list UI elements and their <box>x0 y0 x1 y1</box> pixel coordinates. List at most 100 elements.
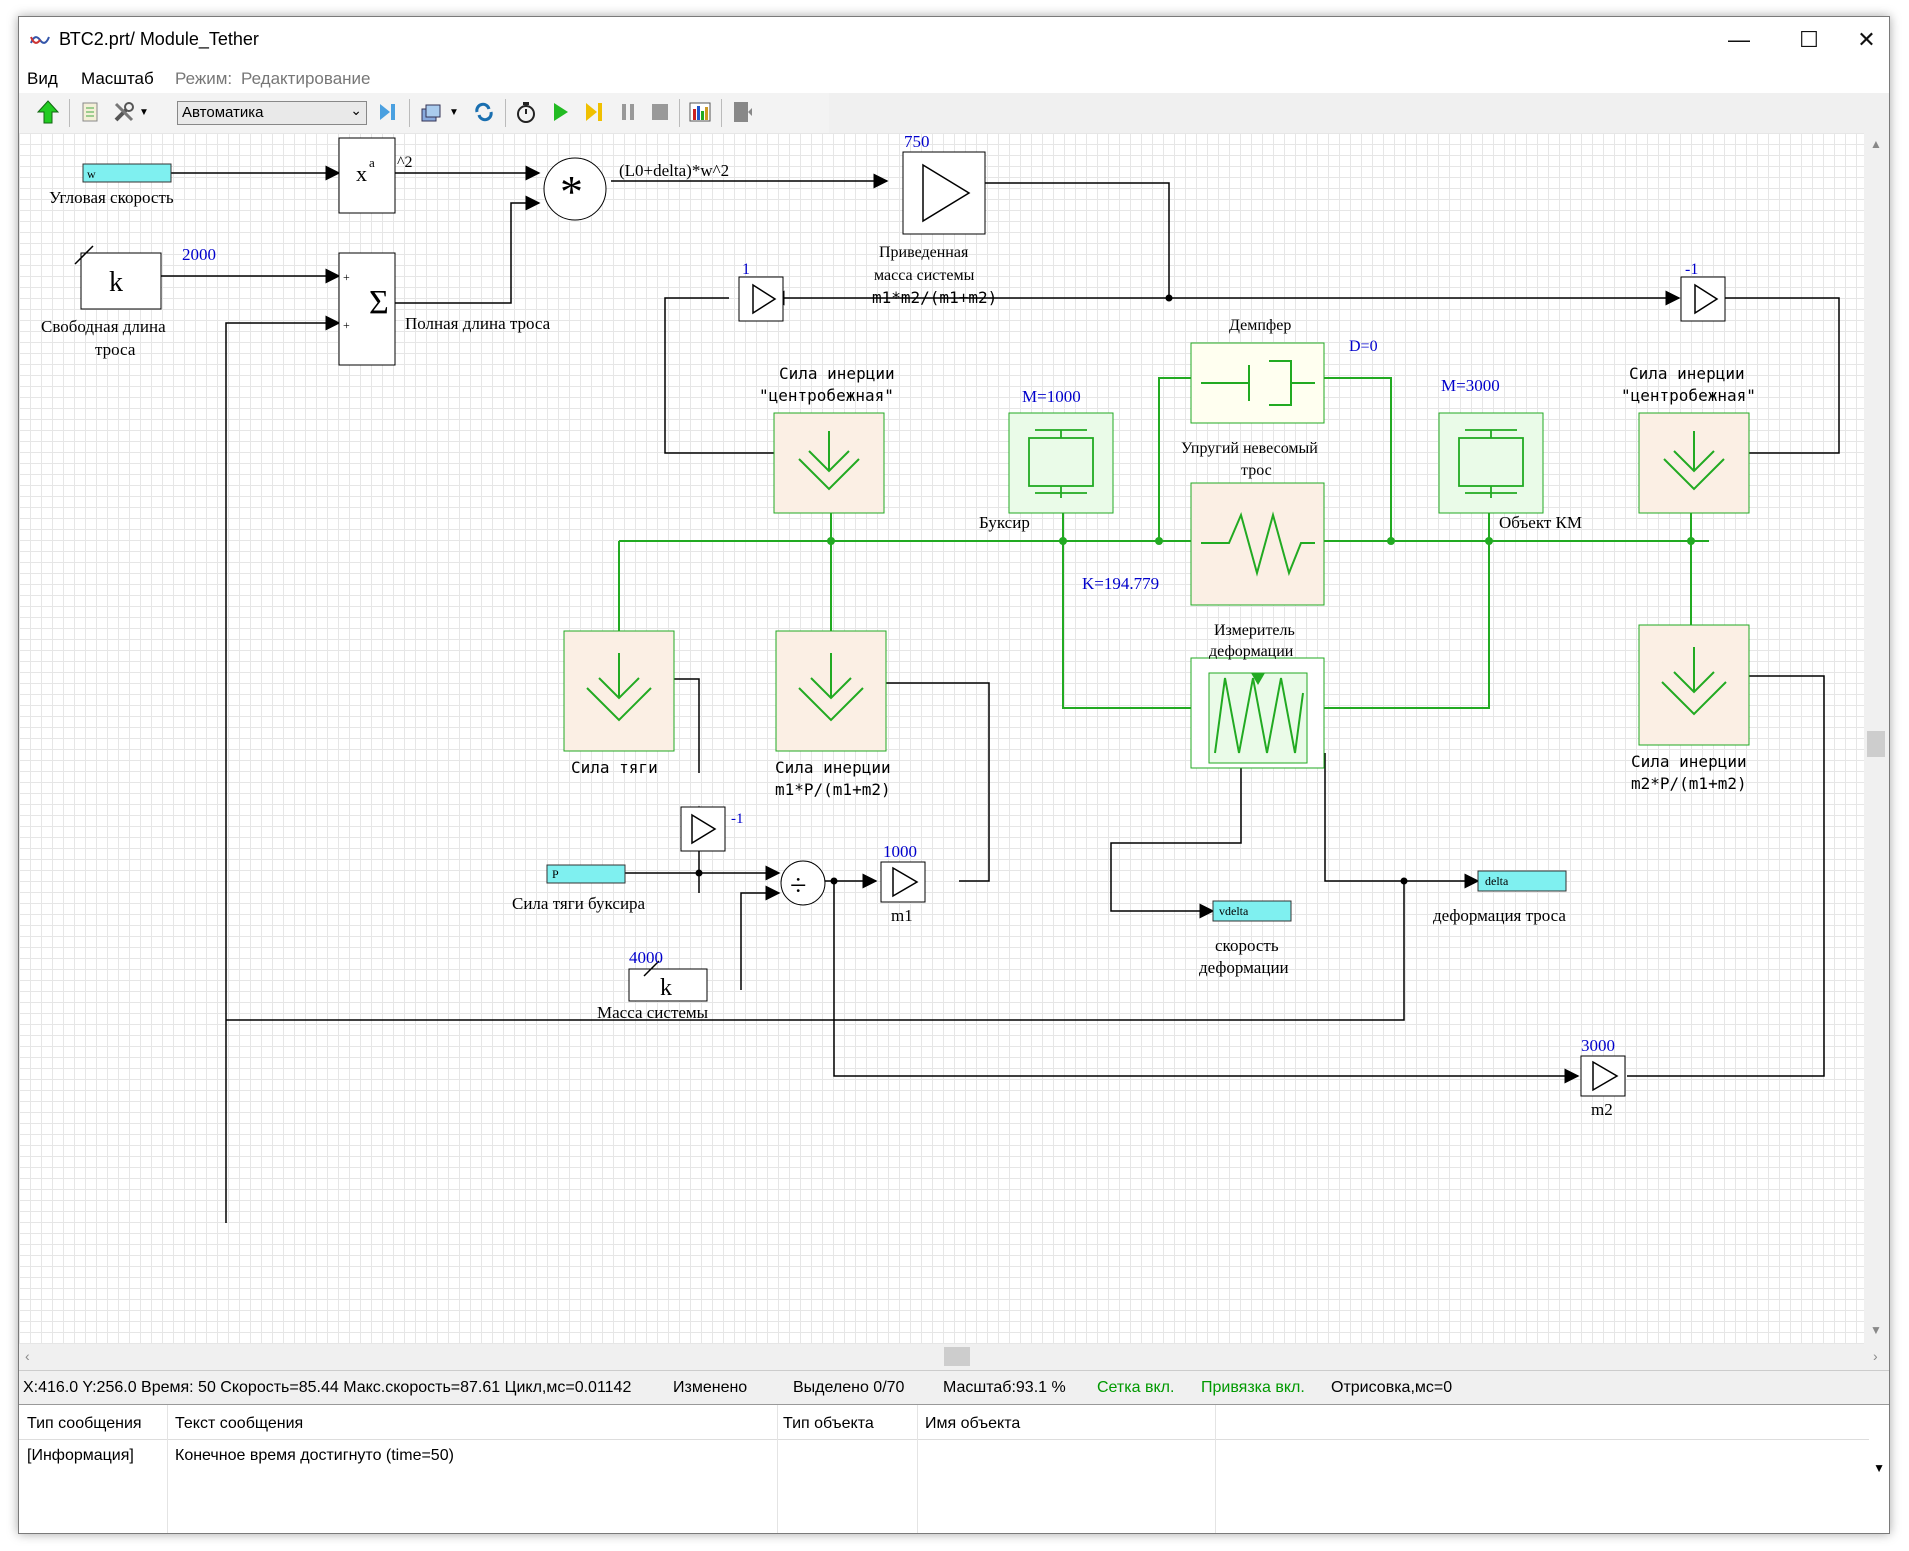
mass-tug-param: M=1000 <box>1022 387 1081 406</box>
run-button[interactable] <box>547 99 573 125</box>
sum-plus-2: + <box>343 318 350 332</box>
layers-button[interactable] <box>419 99 445 125</box>
chevron-down-icon: ▼ <box>449 106 459 118</box>
inertia2-l2: m2*P/(m1+m2) <box>1631 774 1747 793</box>
up-arrow-button[interactable] <box>35 99 61 125</box>
cf-right-l1: Сила инерции <box>1629 364 1745 383</box>
damper-label: Демпфер <box>1229 317 1291 334</box>
timer-button[interactable] <box>513 99 539 125</box>
pause-button[interactable] <box>615 99 641 125</box>
pause-icon <box>622 104 634 120</box>
vdelta-output-text: vdelta <box>1219 904 1249 918</box>
meter-l1: Измеритель <box>1214 622 1295 639</box>
graph-button[interactable] <box>687 99 713 125</box>
horizontal-scrollbar[interactable]: ‹ › <box>19 1344 1889 1370</box>
vdelta-l1: скорость <box>1215 936 1279 955</box>
gain-neg1-block[interactable] <box>1680 276 1726 322</box>
meter-l2: деформации <box>1209 643 1294 660</box>
vertical-scrollbar[interactable]: ▲ ▼ <box>1864 133 1889 1344</box>
gain-1-param: 1 <box>742 261 750 278</box>
sum-block[interactable] <box>338 252 396 366</box>
play-icon <box>554 103 568 121</box>
scroll-left-icon[interactable]: ‹ <box>25 1348 30 1364</box>
step-icon <box>380 104 395 120</box>
scroll-right-icon[interactable]: › <box>1873 1348 1878 1364</box>
divide-block[interactable] <box>780 860 826 906</box>
window-title: ВТС2.prt/ Module_Tether <box>59 29 259 49</box>
w-input-port[interactable] <box>82 163 172 183</box>
minimize-button[interactable]: — <box>1704 17 1774 63</box>
col-header-object-type[interactable]: Тип объекта <box>783 1415 874 1432</box>
exit-button[interactable] <box>729 99 755 125</box>
diagram-svg: w Угловая скорость x a ^2 * (L0+delta)*w… <box>41 133 1840 1223</box>
col-header-type[interactable]: Тип сообщения <box>27 1415 142 1432</box>
col-header-object-name[interactable]: Имя объекта <box>925 1415 1021 1432</box>
tools-button[interactable] <box>111 99 137 125</box>
mass-tug-label: Буксир <box>979 513 1030 532</box>
damper-param: D=0 <box>1349 338 1378 355</box>
app-icon <box>30 36 50 44</box>
layers-icon <box>421 104 441 122</box>
script-button[interactable] <box>77 99 103 125</box>
power-param: ^2 <box>397 154 413 171</box>
diagram-canvas[interactable]: w Угловая скорость x a ^2 * (L0+delta)*w… <box>19 133 1864 1344</box>
mode-combo[interactable]: Автоматика ⌄ <box>177 101 367 125</box>
spring-l2: трос <box>1241 462 1272 479</box>
tools-dropdown[interactable]: ▼ <box>137 99 151 125</box>
status-scale: Масштаб:93.1 % <box>943 1379 1066 1396</box>
p-input-port[interactable] <box>546 864 626 884</box>
mass-const-value: 4000 <box>629 948 663 967</box>
vdelta-l2: деформации <box>1199 958 1289 977</box>
gain-1000-param: 1000 <box>883 842 917 861</box>
step-button[interactable] <box>375 99 401 125</box>
gain-neg1-small-block[interactable] <box>680 806 726 852</box>
maximize-button[interactable]: ☐ <box>1774 17 1844 63</box>
gain-750-block[interactable] <box>902 151 986 235</box>
refresh-button[interactable] <box>471 99 497 125</box>
mass-const-block[interactable] <box>628 968 708 1002</box>
vdelta-output-port[interactable] <box>1212 900 1292 922</box>
close-button[interactable]: ✕ <box>1844 17 1889 63</box>
gain-1-block[interactable] <box>738 276 784 322</box>
chevron-down-icon: ▼ <box>139 106 149 118</box>
sum-icon: Σ <box>369 284 389 321</box>
layers-dropdown[interactable]: ▼ <box>447 99 461 125</box>
status-grid[interactable]: Сетка вкл. <box>1097 1379 1175 1396</box>
scroll-down-icon[interactable]: ▼ <box>1870 1323 1882 1337</box>
free-length-const-block[interactable] <box>80 252 162 310</box>
stop-icon <box>652 104 668 120</box>
scroll-up-icon[interactable]: ▲ <box>1870 137 1882 151</box>
mode-label: Режим: <box>175 69 233 88</box>
mass-object-label: Объект КМ <box>1499 513 1582 532</box>
power-block[interactable] <box>338 137 396 214</box>
horizontal-scroll-thumb[interactable] <box>944 1347 970 1366</box>
stop-button[interactable] <box>647 99 673 125</box>
delta-output-port[interactable] <box>1477 870 1567 892</box>
title-bar: ВТС2.prt/ Module_Tether — ☐ ✕ <box>19 17 1889 63</box>
reduced-mass-l2: масса системы <box>874 267 975 284</box>
reduced-mass-l3: m1*m2/(m1+m2) <box>872 288 997 307</box>
inertia1-l1: Сила инерции <box>775 758 891 777</box>
menu-scale[interactable]: Масштаб <box>81 69 154 88</box>
status-snap[interactable]: Привязка вкл. <box>1201 1379 1305 1396</box>
free-length-value: 2000 <box>182 245 216 264</box>
exit-icon <box>734 102 752 122</box>
panel-scroll-down-icon[interactable]: ▼ <box>1873 1461 1885 1475</box>
w-input-text: w <box>87 167 96 181</box>
step-play-icon <box>586 103 602 121</box>
thrust-label: Сила тяги <box>571 758 658 777</box>
script-icon <box>82 102 98 122</box>
tools-icon <box>114 102 134 122</box>
close-icon: ✕ <box>1857 27 1876 52</box>
refresh-icon <box>475 102 493 122</box>
menu-view[interactable]: Вид <box>27 69 58 88</box>
chevron-down-icon: ⌄ <box>350 102 362 118</box>
multiply-block[interactable] <box>543 157 607 221</box>
vertical-scroll-thumb[interactable] <box>1867 731 1885 757</box>
gain-neg1-param: -1 <box>1685 261 1698 278</box>
col-header-text[interactable]: Текст сообщения <box>175 1415 304 1432</box>
full-length-label: Полная длина троса <box>405 314 551 333</box>
delta-label: деформация троса <box>1433 906 1566 925</box>
step-run-button[interactable] <box>581 99 607 125</box>
delta-output-text: delta <box>1485 874 1509 888</box>
